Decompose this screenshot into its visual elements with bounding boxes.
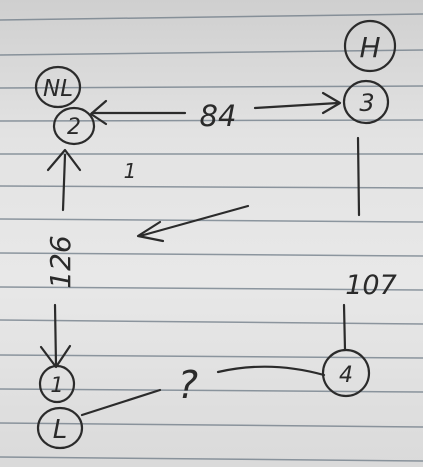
edge-top-right-line — [253, 101, 340, 110]
node-nl-circle — [52, 106, 96, 146]
edge-bottom-label: ? — [178, 363, 198, 407]
node-h-tag-circle — [343, 19, 397, 73]
edge-diagonal-line — [138, 204, 250, 238]
edge-left-lower-line — [53, 303, 58, 367]
node-nl-tag: NL — [43, 76, 73, 102]
edge-left-upper-line — [61, 153, 67, 212]
node-l-tag-circle — [36, 406, 84, 450]
arrow-left-icon — [89, 99, 108, 126]
node-nl-tag-circle — [34, 65, 82, 109]
node-nl-number: 2 — [67, 115, 81, 140]
edge-right-upper-line — [356, 136, 361, 217]
node-bottom-right-number: 4 — [339, 363, 353, 388]
edge-right-label: 107 — [345, 270, 397, 301]
arrow-down-icon — [39, 344, 72, 369]
ruled-lines — [0, 13, 423, 462]
edge-bottom-left-line — [80, 388, 162, 417]
arrow-up-icon — [46, 148, 82, 172]
node-h-tag: H — [359, 31, 380, 64]
node-l-number: 1 — [50, 373, 63, 397]
edge-right-lower-line — [342, 303, 347, 352]
node-l-tag: L — [53, 415, 68, 445]
edge-left-label: 126 — [44, 235, 77, 288]
edge-diagonal-label: 1 — [124, 159, 137, 183]
edge-bottom-right-line — [216, 365, 326, 377]
node-h-circle — [342, 79, 390, 125]
node-h-number: 3 — [359, 89, 374, 117]
arrow-right-icon — [321, 91, 342, 115]
arrow-diagonal-icon — [136, 220, 165, 243]
edge-top-label: 84 — [200, 99, 237, 133]
